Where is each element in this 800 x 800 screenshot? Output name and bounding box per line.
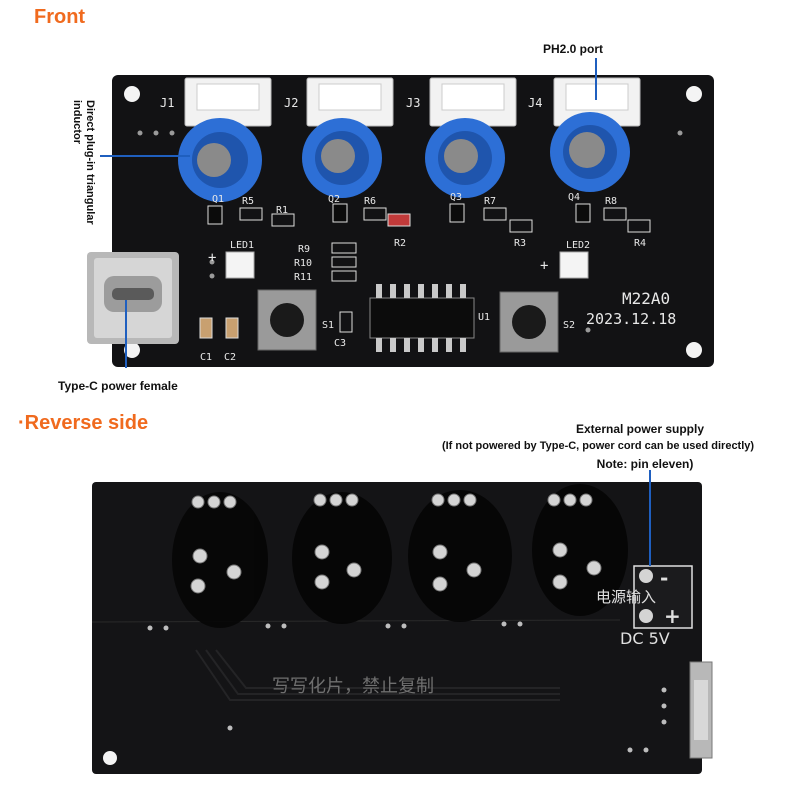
front-callout-lines xyxy=(100,58,597,368)
label-r11: R11 xyxy=(294,272,312,283)
ext-power-note: Note: pin eleven) xyxy=(596,457,694,471)
label-led2: LED2 xyxy=(566,240,590,251)
ic-u1 xyxy=(369,284,475,352)
pad-minus: - xyxy=(660,566,668,590)
label-s2: S2 xyxy=(563,320,575,331)
label-j1: J1 xyxy=(160,96,174,110)
smd-parts xyxy=(207,203,651,233)
ext-power-detail: (If not powered by Type-C, power cord ca… xyxy=(441,440,755,452)
label-r6: R6 xyxy=(364,196,376,207)
label-c3: C3 xyxy=(334,338,346,349)
typec-label: Type-C power female xyxy=(58,379,178,393)
label-r8: R8 xyxy=(605,196,617,207)
label-r4: R4 xyxy=(634,238,646,249)
pad-plus: + xyxy=(664,604,681,628)
label-u1: U1 xyxy=(478,312,490,323)
power-input-label: 电源输入 xyxy=(596,588,656,606)
voltage-label: DC 5V xyxy=(620,629,670,648)
tactile-switches xyxy=(257,289,559,353)
label-q3: Q3 xyxy=(450,192,462,203)
label-q1: Q1 xyxy=(212,194,224,205)
plus-sign-right: + xyxy=(540,258,548,274)
typec-connector xyxy=(87,252,179,344)
ext-power-title: External power supply xyxy=(575,422,705,436)
label-j2: J2 xyxy=(284,96,298,110)
label-s1: S1 xyxy=(322,320,334,331)
front-pcb: J1 J2 J3 J4 Q1 Q2 Q3 Q4 xyxy=(87,75,714,367)
front-title: Front xyxy=(34,6,86,28)
label-c1: C1 xyxy=(200,352,212,363)
inductors xyxy=(178,112,630,202)
label-r9: R9 xyxy=(298,244,310,255)
label-q2: Q2 xyxy=(328,194,340,205)
label-r5: R5 xyxy=(242,196,254,207)
label-r2: R2 xyxy=(394,238,406,249)
label-j4: J4 xyxy=(528,96,542,110)
board-date: 2023.12.18 xyxy=(586,310,676,328)
power-pads xyxy=(633,565,693,629)
label-led1: LED1 xyxy=(230,240,254,251)
label-r3: R3 xyxy=(514,238,526,249)
label-r7: R7 xyxy=(484,196,496,207)
back-pcb: - + 电源输入 DC 5V 写写化片，禁止复制 xyxy=(91,482,713,774)
plus-sign-left: + xyxy=(208,250,216,266)
label-r1: R1 xyxy=(276,205,288,216)
label-q4: Q4 xyxy=(568,192,580,203)
back-marking: 写写化片，禁止复制 xyxy=(272,676,434,697)
reverse-title: ·Reverse side xyxy=(18,412,149,434)
label-j3: J3 xyxy=(406,96,420,110)
ph-port-label: PH2.0 port xyxy=(543,42,604,56)
label-r10: R10 xyxy=(294,258,312,269)
label-c2: C2 xyxy=(224,352,236,363)
board-model: M22A0 xyxy=(622,289,670,308)
